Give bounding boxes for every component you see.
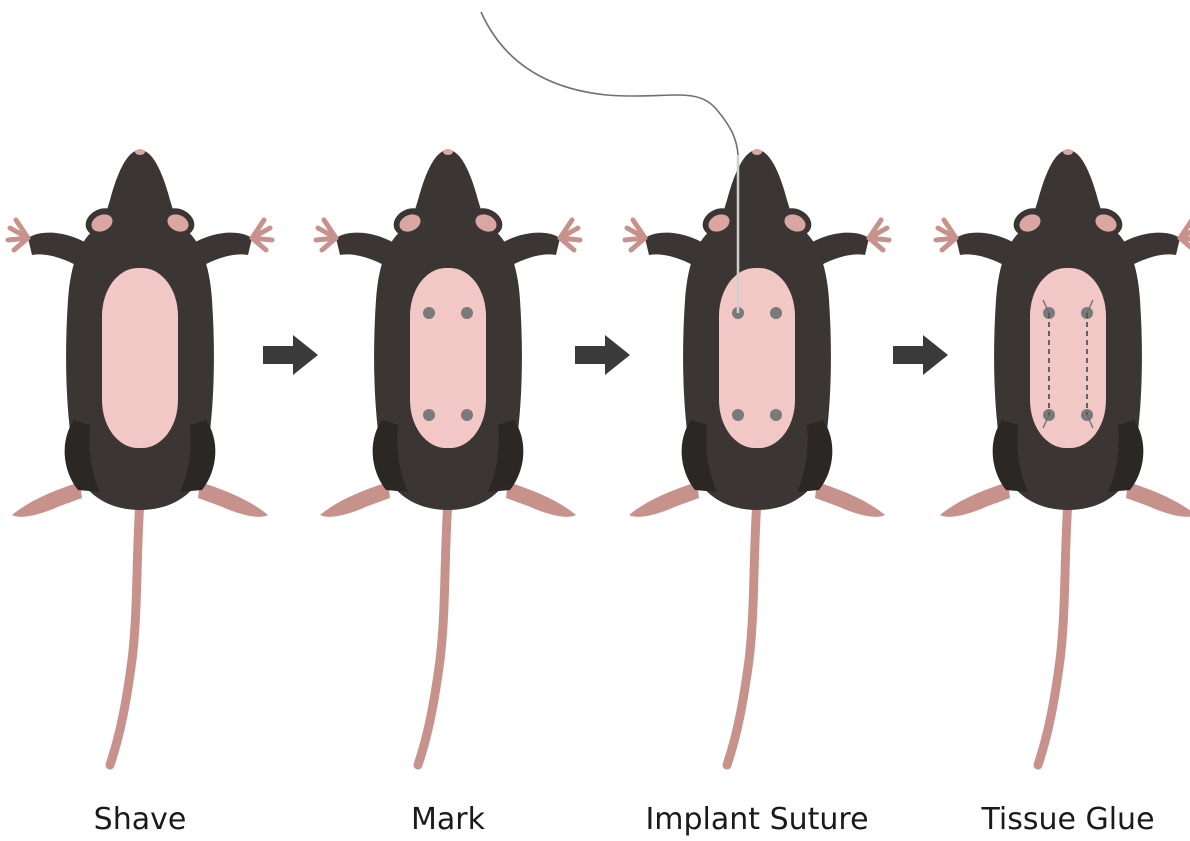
step-label-tissue-glue: Tissue Glue (918, 800, 1190, 840)
mouse-mark (316, 149, 580, 765)
step-label-shave: Shave (0, 800, 290, 840)
arrow-right-icon (575, 335, 630, 375)
mouse-shave (8, 149, 272, 765)
step-label-mark: Mark (298, 800, 598, 840)
mouse-tissue-glue (936, 149, 1190, 765)
step-label-implant-suture: Implant Suture (607, 800, 907, 840)
arrow-right-icon (263, 335, 318, 375)
mouse-implant-suture (481, 12, 889, 765)
arrow-right-icon (893, 335, 948, 375)
